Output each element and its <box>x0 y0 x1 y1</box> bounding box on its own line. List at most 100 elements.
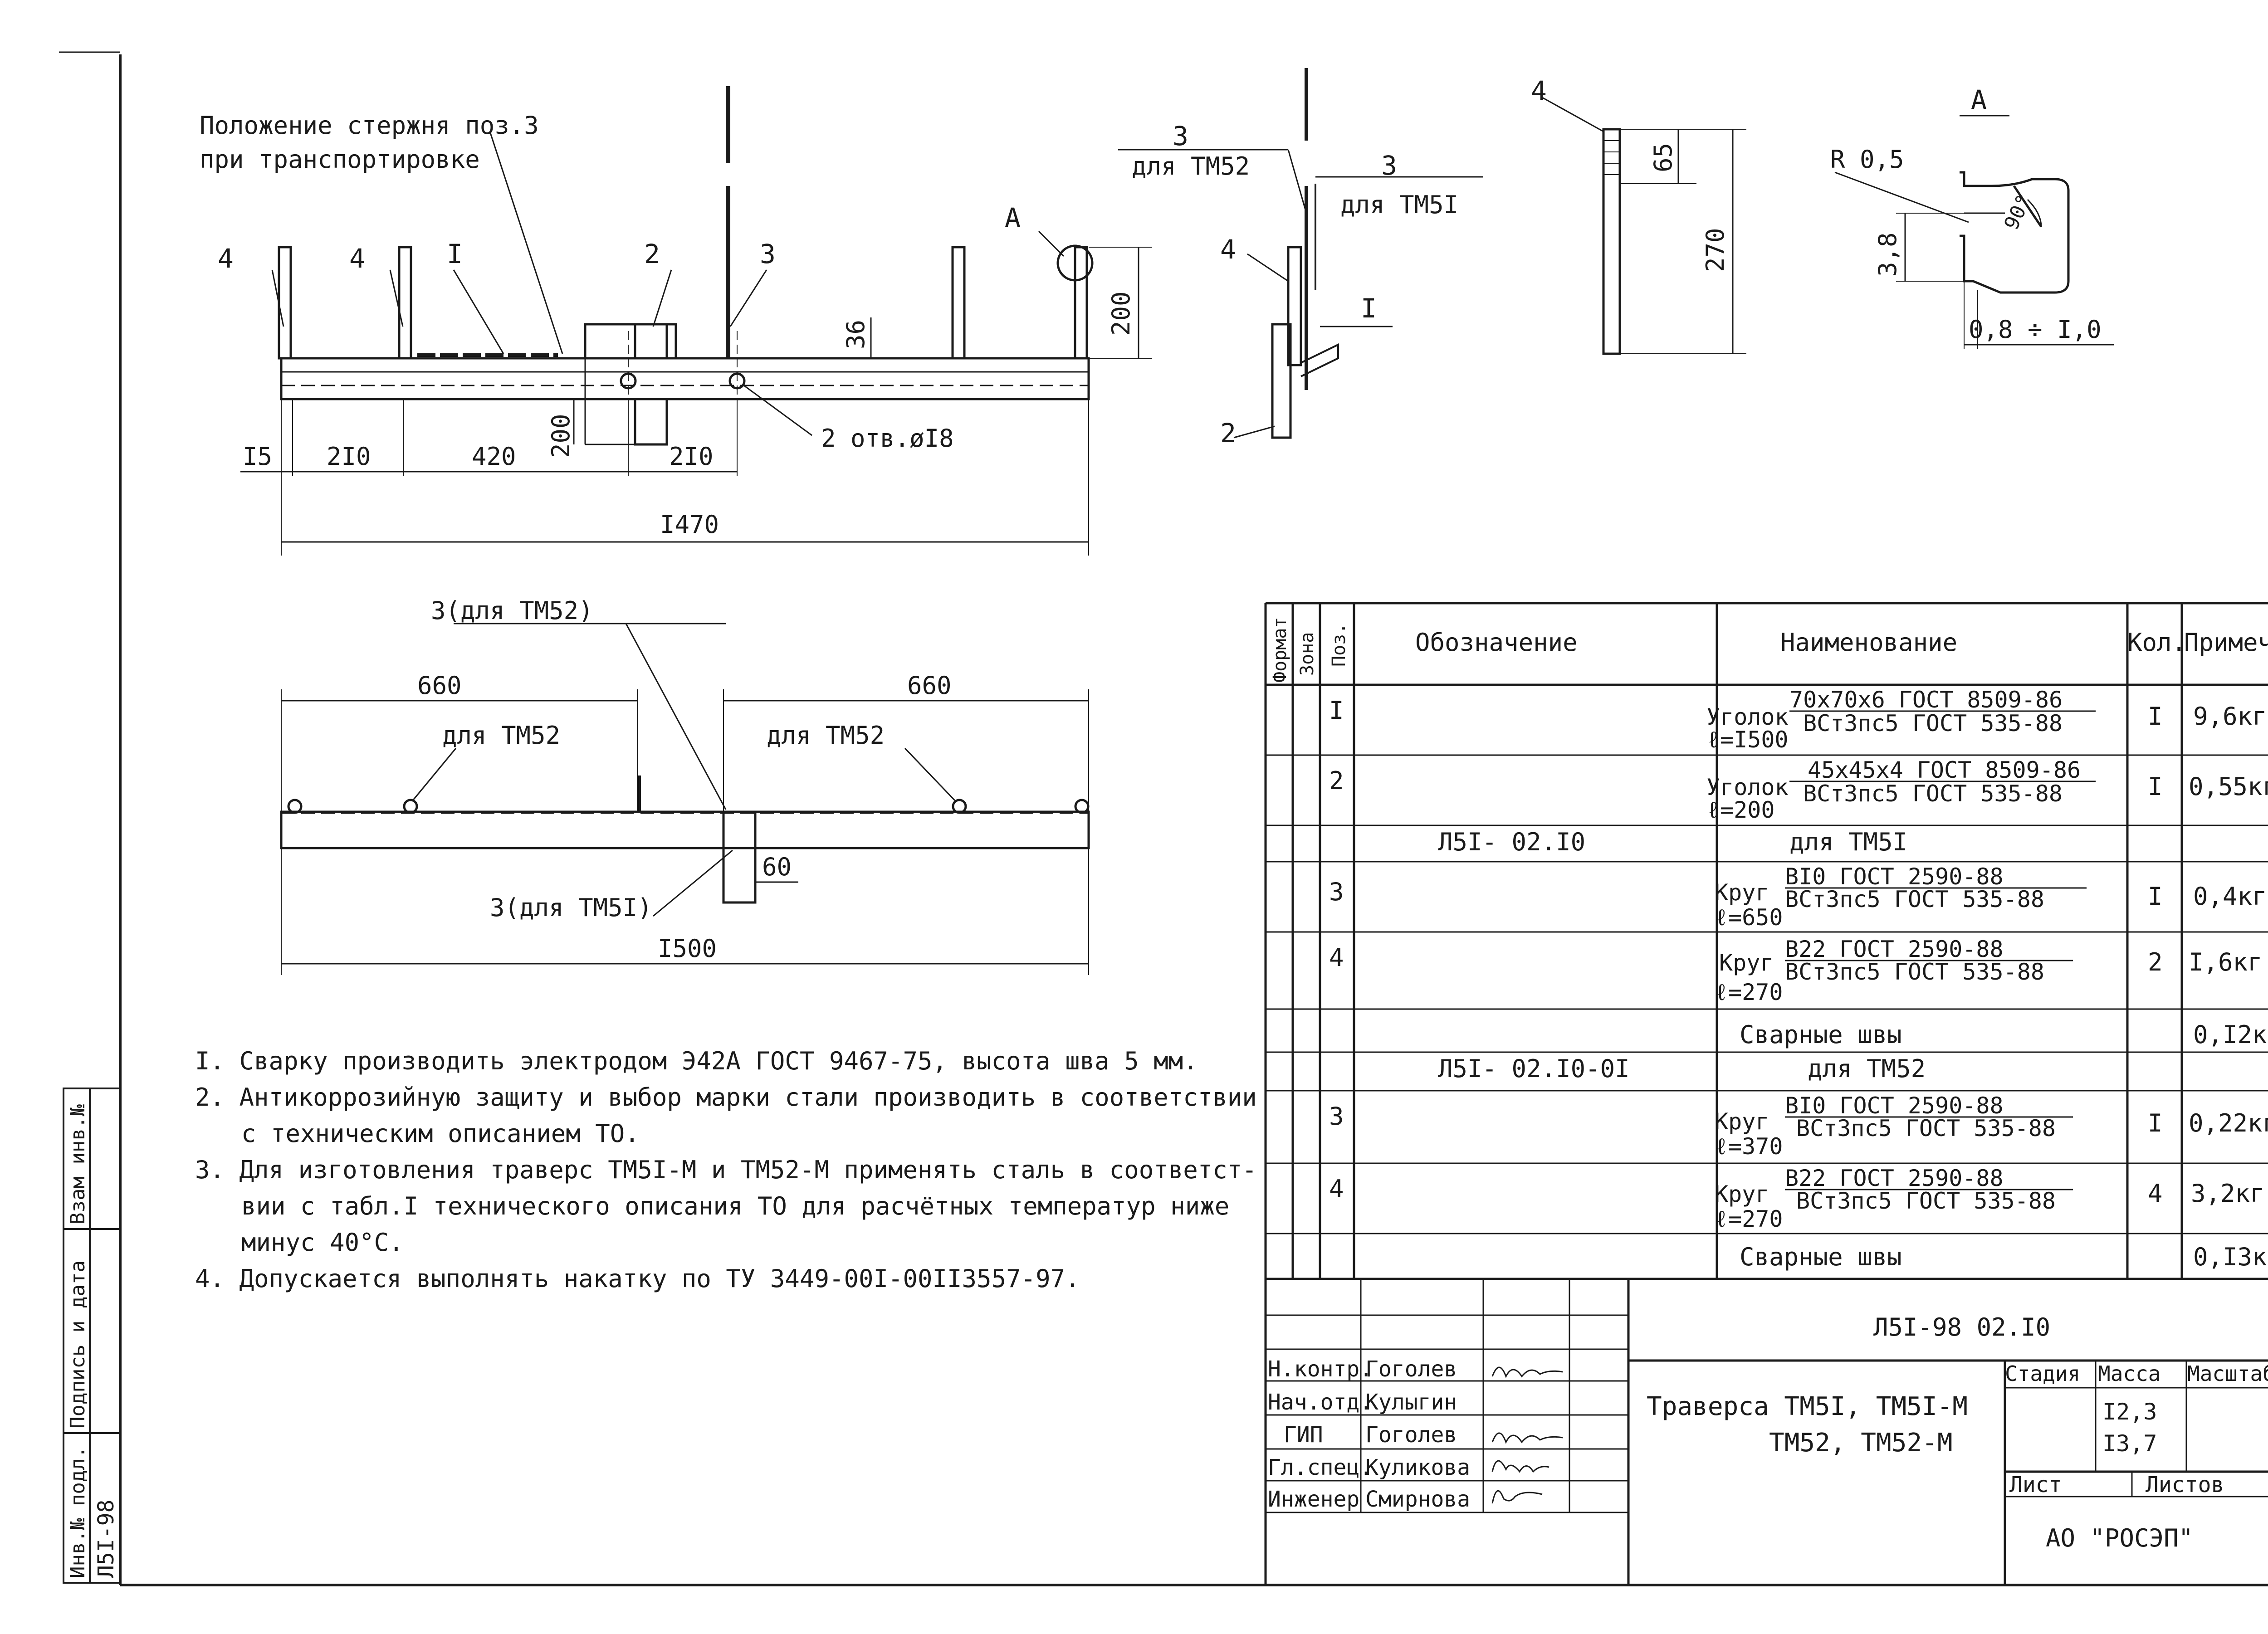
dim-15: I5 <box>243 442 272 471</box>
dim-210-right: 2I0 <box>669 442 714 471</box>
role: Гл.спец. <box>1268 1455 1373 1480</box>
pos-3: 3 <box>760 239 776 269</box>
spec-top: 45х45х4 ГОСТ 8509-86 <box>1808 757 2081 783</box>
spec-header-zone: Зона <box>1297 632 1318 676</box>
spec-top: В22 ГОСТ 2590-88 <box>1785 1165 2004 1191</box>
spec-pos: 3 <box>1329 878 1344 906</box>
top-pos-3-tm52: 3(для ТМ52) <box>431 596 593 625</box>
top-dim-660-right: 660 <box>907 671 952 700</box>
person-name: Гоголев <box>1365 1356 1457 1382</box>
person-name: Кулыгин <box>1365 1390 1457 1415</box>
spec-row: 4 Круг В22 ГОСТ 2590-88 ВСт3пс5 ГОСТ 535… <box>1329 936 2263 1005</box>
person-name: Гоголев <box>1365 1422 1457 1448</box>
callout-a: А <box>1005 202 1021 233</box>
stamp-doc-ref: Л5I-98 <box>93 1500 119 1578</box>
holes-label: 2 отв.øI8 <box>821 424 954 453</box>
note-line: 2. Антикоррозийную защиту и выбор марки … <box>195 1083 1257 1112</box>
mass-label: Масса <box>2098 1361 2160 1386</box>
spec-note: 0,I3кг <box>2193 1243 2268 1271</box>
title-line2: ТМ52, ТМ52-М <box>1769 1428 1953 1458</box>
pos-1: I <box>447 239 463 269</box>
spec-top: ВI0 ГОСТ 2590-88 <box>1785 1093 2004 1119</box>
top-label-tm52-right: для ТМ52 <box>767 721 885 750</box>
spec-note: 0,22кг <box>2189 1109 2268 1137</box>
spec-qty: I <box>2148 1109 2163 1137</box>
spec-note: 0,55кг <box>2189 772 2268 801</box>
spec-qty: I <box>2148 702 2163 731</box>
spec-welds: Сварные швы <box>1740 1020 1902 1049</box>
spec-row: Л5I- 02.I0-0I для ТМ52 <box>1438 1054 1926 1083</box>
pos-4a: 4 <box>218 243 234 274</box>
detail-radius: R 0,5 <box>1830 145 1904 174</box>
spec-len: ℓ=650 <box>1715 904 1783 931</box>
side-pos-4: 4 <box>1220 234 1236 265</box>
detail-dim-3-8: 3,8 <box>1873 232 1902 277</box>
note-line: 4. Допускается выполнять накатку по ТУ 3… <box>195 1264 1080 1293</box>
dim-200-right: 200 <box>1107 291 1135 336</box>
spec-qty: 2 <box>2148 948 2163 976</box>
note-line: вии с табл.I технического описания ТО дл… <box>241 1192 1230 1220</box>
stamp-inv-orig: Инв.№ подл. <box>66 1446 89 1578</box>
spec-section: для ТМ52 <box>1808 1054 1926 1083</box>
dim-210-left: 2I0 <box>327 442 371 471</box>
doc-code: Л5I-98 02.I0 <box>1873 1313 2050 1341</box>
spec-row: 4 Круг В22 ГОСТ 2590-88 ВСт3пс5 ГОСТ 535… <box>1329 1165 2265 1232</box>
title-line1: Траверса ТМ5I, ТМ5I-М <box>1647 1392 1968 1421</box>
title-block: Л5I-98 02.I0 Н.контр. Гоголев Нач.отд. К… <box>1264 1279 2268 1585</box>
top-pos-3-tm51: 3(для ТМ5I) <box>490 893 652 922</box>
pos-4b: 4 <box>349 243 365 274</box>
spec-len: ℓ=200 <box>1706 797 1774 823</box>
spec-row: Сварные швы 0,I3кг <box>1740 1243 2268 1271</box>
spec-row: Сварные швы 0,I2кг <box>1740 1020 2268 1049</box>
person-name: Куликова <box>1365 1455 1470 1480</box>
spec-pos: 4 <box>1329 1175 1344 1203</box>
side-pos-1: I <box>1361 293 1377 324</box>
spec-header-pos: Поз. <box>1329 623 1349 667</box>
spec-row: I Уголок 70х70х6 ГОСТ 8509-86 ВСт3пс5 ГО… <box>1329 687 2267 753</box>
spec-note: 0,4кг <box>2193 882 2267 911</box>
mass-1: I2,3 <box>2102 1399 2157 1425</box>
spec-note: 3,2кг <box>2191 1179 2265 1208</box>
note-line: минус 40°С. <box>241 1228 404 1257</box>
spec-bottom: ВСт3пс5 ГОСТ 535-88 <box>1803 780 2063 807</box>
spec-prefix: Круг <box>1715 879 1769 906</box>
signature-row: ГИП Гоголев <box>1284 1422 1457 1448</box>
role: Нач.отд. <box>1268 1390 1373 1415</box>
view-traverse-side: 3 для ТМ52 3 для ТМ5I 4 I 2 <box>1118 68 1483 449</box>
spec-header-qty: Кол. <box>2127 628 2186 657</box>
technical-notes: I. Сварку производить электродом Э42А ГО… <box>195 1043 1275 1297</box>
spec-row: 2 Уголок 45х45х4 ГОСТ 8509-86 ВСт3пс5 ГО… <box>1329 757 2268 823</box>
stamp-sign-date: Подпись и дата <box>66 1260 89 1429</box>
spec-len: ℓ=270 <box>1715 1206 1783 1232</box>
signature-row: Гл.спец. Куликова <box>1268 1455 1470 1480</box>
rod-dim-270: 270 <box>1701 228 1730 272</box>
caption-line1: Положение стержня поз.3 <box>200 111 539 140</box>
note-line: с техническим описанием ТО. <box>241 1119 640 1148</box>
note-line: I. Сварку производить электродом Э42А ГО… <box>195 1047 1198 1075</box>
role: ГИП <box>1284 1422 1323 1448</box>
spec-row: 3 Круг ВI0 ГОСТ 2590-88 ВСт3пс5 ГОСТ 535… <box>1329 863 2267 931</box>
stamp-inv-swap: Взам инв.№ <box>66 1104 89 1224</box>
spec-prefix: Круг <box>1715 1108 1769 1135</box>
spec-len: ℓ=I500 <box>1706 727 1789 753</box>
spec-designation: Л5I- 02.I0-0I <box>1438 1054 1630 1083</box>
spec-len: ℓ=370 <box>1715 1133 1783 1160</box>
dim-420: 420 <box>472 442 516 471</box>
top-dim-60: 60 <box>762 853 792 881</box>
note-line: 3. Для изготовления траверс ТМ5I-М и ТМ5… <box>195 1156 1257 1184</box>
view-traverse-front: Положение стержня поз.3 при транспортиро… <box>200 86 1152 556</box>
spec-pos: 4 <box>1329 943 1344 972</box>
caption-line2: при транспортировке <box>200 145 480 174</box>
spec-bottom: ВСт3пс5 ГОСТ 535-88 <box>1796 1115 2056 1141</box>
org-name: АО "РОСЭП" <box>2046 1524 2193 1552</box>
dim-200-bottom: 200 <box>547 414 575 458</box>
role: Н.контр. <box>1268 1356 1373 1382</box>
side-label-tm51: для ТМ5I <box>1340 190 1458 219</box>
top-label-tm52-left: для ТМ52 <box>442 721 560 750</box>
role: Инженер <box>1268 1487 1359 1512</box>
spec-qty: I <box>2148 882 2163 911</box>
spec-bottom: ВСт3пс5 ГОСТ 535-88 <box>1785 959 2044 985</box>
spec-bottom: ВСт3пс5 ГОСТ 535-88 <box>1803 710 2063 737</box>
top-dim-660-left: 660 <box>417 671 462 700</box>
